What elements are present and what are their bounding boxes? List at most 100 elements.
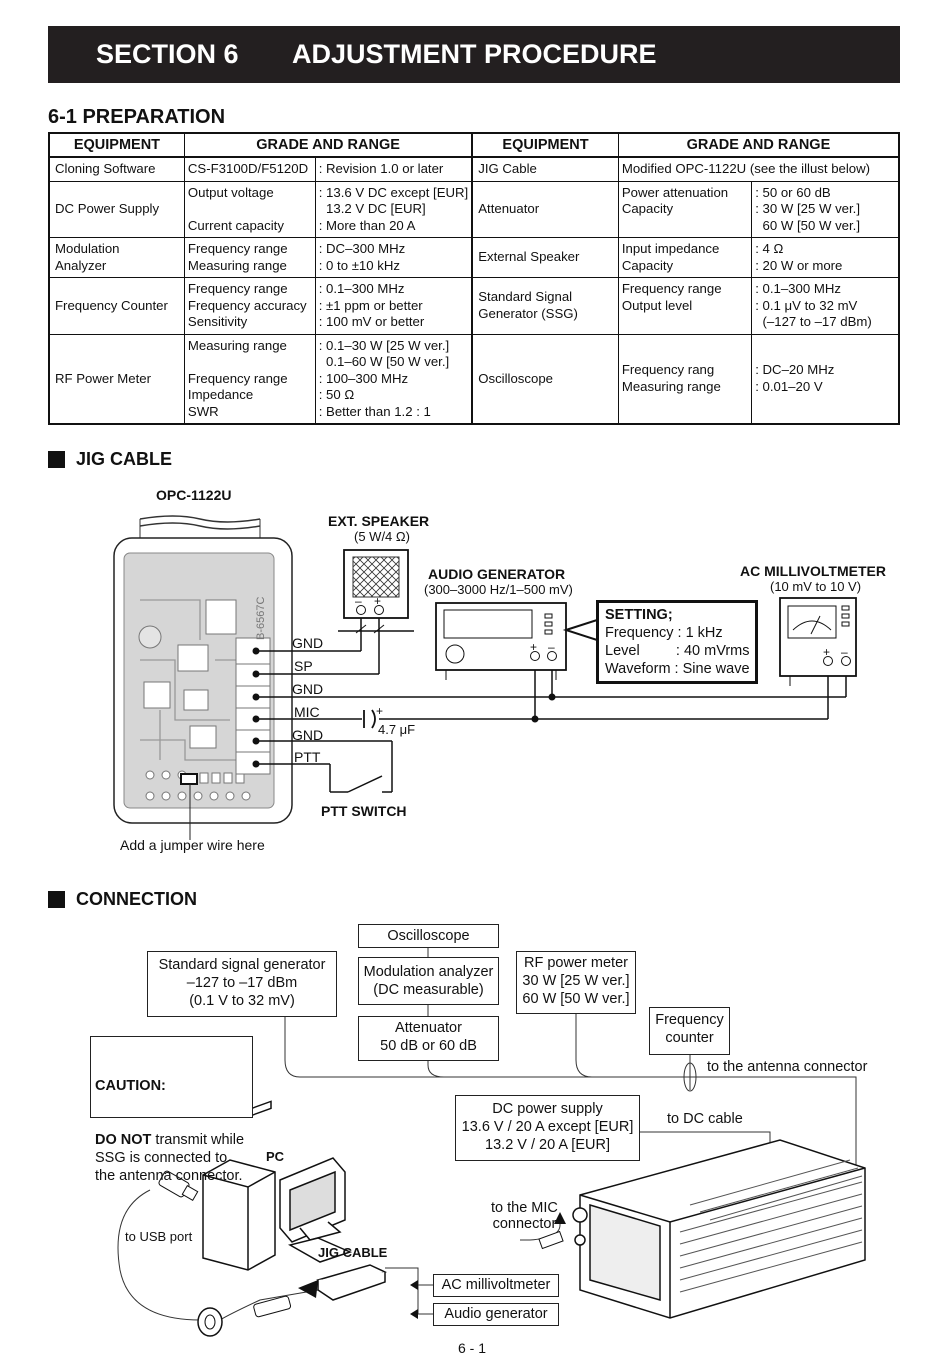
audio-generator-box: Audio generator (433, 1303, 559, 1326)
jig-cable-heading-text: JIG CABLE (76, 449, 173, 469)
caution-box: CAUTION: DO NOT transmit while SSG is co… (90, 1036, 253, 1184)
ssg-box: Standard signal generator –127 to –17 dB… (147, 951, 337, 1017)
section-header: SECTION 6 ADJUSTMENT PROCEDURE (48, 26, 900, 83)
header-equipment-right: EQUIPMENT (471, 133, 619, 158)
header-grade-left: GRADE AND RANGE (183, 133, 473, 158)
antenna-label: to the antenna connector (707, 1059, 868, 1075)
grade-values: : Revision 1.0 or later (314, 157, 473, 181)
rf-power-meter-box: RF power meter 30 W [25 W ver.] 60 W [50… (516, 951, 636, 1014)
ferrite-core-icon (197, 1295, 292, 1337)
setting-waveform: Waveform : Sine wave (605, 661, 750, 677)
equipment-name: DC Power Supply (49, 180, 185, 238)
grade-params: Power attenuation Capacity (617, 180, 752, 238)
audio-generator-title: AUDIO GENERATOR (428, 566, 566, 582)
grade-params: Measuring range Frequency range Impedanc… (183, 333, 316, 424)
equipment-name: RF Power Meter (49, 333, 185, 424)
equipment-name: Modulation Analyzer (49, 237, 185, 278)
audio-gen-minus: – (548, 640, 555, 654)
mic-connector-label: to the MIC connector (491, 1200, 558, 1232)
setting-box: SETTING; Frequency : 1 kHz Level : 40 mV… (596, 600, 758, 684)
grade-params: CS-F3100D/F5120D (183, 157, 316, 181)
speaker-minus: – (355, 594, 362, 608)
pc-label: PC (266, 1149, 285, 1164)
equipment-name: Cloning Software (55, 161, 156, 176)
jig-cable-label: JIG CABLE (318, 1245, 388, 1260)
jig-board: B-6567C (113, 537, 293, 824)
grade-values: : DC–300 MHz : 0 to ±10 kHz (314, 237, 473, 278)
pin-label: SP (294, 658, 313, 674)
section-title: ADJUSTMENT PROCEDURE (292, 39, 657, 69)
audio-generator-spec: (300–3000 Hz/1–500 mV) (424, 582, 573, 597)
capacitor-label: 4.7 μF (378, 722, 416, 737)
table-row: DC Power Supply Output voltage Current c… (49, 180, 899, 238)
section-number: SECTION 6 (96, 39, 239, 69)
jig-cable-box-icon (316, 1230, 564, 1301)
grade-params: Frequency range Measuring range (183, 237, 316, 278)
audio-gen-plus: + (530, 640, 538, 654)
ptt-switch-label: PTT SWITCH (321, 803, 407, 819)
equipment-name: External Speaker (471, 237, 619, 278)
grade-params: Output voltage Current capacity (183, 180, 316, 238)
mv-plus: + (823, 645, 831, 659)
grade-values: : 4 Ω : 20 W or more (751, 237, 899, 278)
grade-params: Frequency range Output level (617, 277, 752, 334)
caution-emphasis: DO NOT (95, 1132, 152, 1148)
equipment-name: JIG Cable (471, 157, 619, 181)
speaker-icon (338, 549, 414, 634)
caution-text: transmit while SSG is connected to the a… (95, 1132, 245, 1184)
setting-frequency: Frequency : 1 kHz (605, 625, 723, 641)
grade-values: : 50 or 60 dB : 30 W [25 W ver.] 60 W [5… (751, 180, 899, 238)
mv-minus: – (841, 645, 848, 659)
pin-label: GND (292, 681, 324, 697)
table-row: Cloning Software CS-F3100D/F5120D : Revi… (49, 157, 899, 181)
usb-plug-icon (158, 1170, 199, 1202)
pc-icon (202, 1100, 353, 1271)
setting-level: Level : 40 mVrms (605, 643, 750, 659)
millivoltmeter-icon (779, 597, 857, 686)
grade-params: Frequency rang Measuring range (617, 333, 752, 424)
equipment-name: Frequency Counter (49, 277, 185, 334)
ac-millivoltmeter-box: AC millivoltmeter (433, 1274, 559, 1297)
equipment-name: Oscilloscope (471, 333, 619, 424)
grade-values: : 13.6 V DC except [EUR] 13.2 V DC [EUR]… (314, 180, 473, 238)
frequency-counter-box: Frequency counter (649, 1007, 730, 1055)
page-number: 6 - 1 (458, 1340, 487, 1356)
bullet-square-icon (48, 891, 65, 908)
caution-title: CAUTION: (95, 1078, 166, 1094)
ext-speaker-spec: (5 W/4 Ω) (354, 529, 410, 544)
pin-label: PTT (294, 749, 321, 765)
dc-supply-box: DC power supply 13.6 V / 20 A except [EU… (455, 1095, 640, 1161)
grade-values: : 0.1–300 MHz : 0.1 μV to 32 mV (–127 to… (751, 277, 899, 334)
modulation-analyzer-box: Modulation analyzer (DC measurable) (358, 957, 499, 1005)
board-code-label: B-6567C (255, 597, 267, 640)
dc-cable-label: to DC cable (667, 1111, 743, 1127)
connection-heading: CONNECTION (48, 889, 197, 910)
grade-values: : 0.1–300 MHz : ±1 ppm or better : 100 m… (314, 277, 473, 334)
connection-heading-text: CONNECTION (76, 889, 197, 909)
equipment-name: Standard Signal Generator (SSG) (471, 277, 619, 334)
ext-speaker-title: EXT. SPEAKER (328, 513, 430, 529)
table-row: RF Power Meter Measuring range Frequency… (49, 333, 899, 424)
grade-params: Input impedance Capacity (617, 237, 752, 278)
grade-values: : DC–20 MHz : 0.01–20 V (751, 333, 899, 424)
pin-label: GND (292, 727, 324, 743)
header-grade-right: GRADE AND RANGE (617, 133, 899, 158)
pin-label: MIC (294, 704, 320, 720)
capacitor-plus: + (376, 704, 384, 718)
table-row: Frequency Counter Frequency range Freque… (49, 277, 899, 334)
transceiver-icon (572, 1139, 866, 1319)
table-row: Modulation Analyzer Frequency range Meas… (49, 237, 899, 278)
setting-title: SETTING; (605, 607, 673, 623)
preparation-heading: 6-1 PREPARATION (48, 106, 226, 128)
millivoltmeter-title: AC MILLIVOLTMETER (740, 563, 886, 579)
grade-values: : 0.1–30 W [25 W ver.] 0.1–60 W [50 W ve… (314, 333, 473, 424)
bullet-square-icon (48, 451, 65, 468)
jig-cable-heading: JIG CABLE (48, 449, 172, 470)
attenuator-box: Attenuator 50 dB or 60 dB (358, 1016, 499, 1061)
equipment-name: Attenuator (471, 180, 619, 238)
speaker-plus: + (374, 594, 382, 608)
millivoltmeter-spec: (10 mV to 10 V) (770, 579, 862, 594)
header-equipment-left: EQUIPMENT (49, 133, 185, 158)
audio-generator-icon (435, 602, 567, 680)
